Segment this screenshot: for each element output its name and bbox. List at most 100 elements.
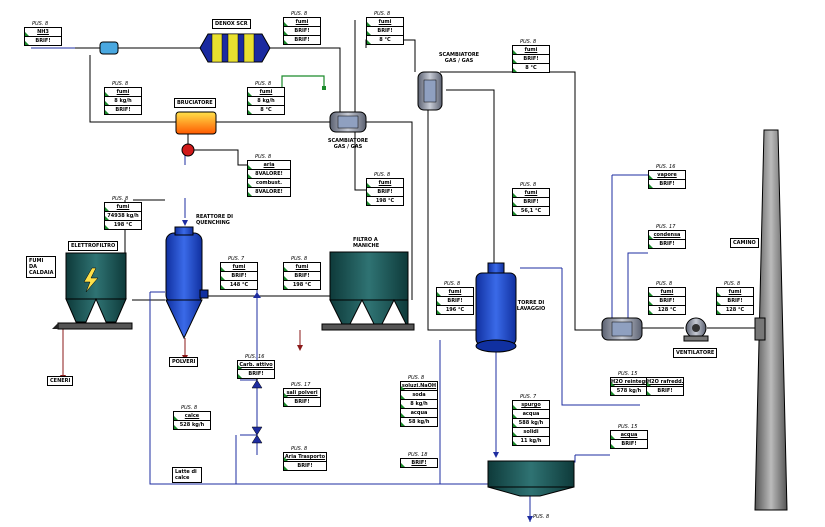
stream-table-row: fumi: [105, 203, 141, 212]
stream-table-row: BRIF!: [717, 297, 753, 306]
stream-tag: PUS. 8: [112, 81, 129, 87]
stream-table-row: fumi: [367, 179, 403, 188]
stream-table-row: BRIF!: [513, 198, 549, 207]
stream-table-row: fumi: [105, 88, 141, 97]
camino-equipment: [754, 129, 788, 511]
stream-table-row: soluzi.NaOH: [401, 383, 437, 391]
stream-table-row: aria: [248, 161, 290, 170]
scambiatore2-equipment: [417, 71, 443, 111]
stream-table-row: fumi: [221, 263, 257, 272]
reattore-equipment: [165, 226, 209, 340]
stream-table-row: fumi: [284, 18, 320, 27]
stream-tag: PUS. 8: [291, 256, 308, 262]
stream-tag: PUS. 8: [656, 281, 673, 287]
filtro-label: FILTRO A MANICHE: [353, 237, 380, 249]
stream-table-row: fumi: [717, 288, 753, 297]
stream-table: H2O reintegr.578 kg/h: [610, 377, 648, 396]
stream-table-row: 196 °C: [437, 306, 473, 314]
stream-table-row: BRIF!: [401, 459, 437, 467]
stream-table-row: BRIF!: [437, 297, 473, 306]
stream-table-row: BRIF!: [284, 398, 320, 406]
latte-calce-label: Latte di calce: [172, 467, 202, 483]
stream-tag: PUS. 8: [444, 281, 461, 287]
stream-table-row: 198 °C: [284, 281, 320, 289]
stream-tag: PUS. 8: [408, 375, 425, 381]
pump-equipment: [181, 143, 195, 157]
scambiatore2-label: SCAMBIATORE GAS / GAS: [438, 52, 480, 64]
stream-table-row: 74938 kg/h: [105, 212, 141, 221]
torre-equipment: [475, 262, 517, 353]
stream-table-row: BRIF!: [284, 36, 320, 44]
stream-table-row: 528 kg/h: [174, 421, 210, 429]
stream-tag: PUS. 17: [656, 224, 676, 230]
stream-table-row: H2O reintegr.: [611, 379, 647, 387]
stream-table-row: fumi: [513, 46, 549, 55]
stream-table-row: 8 °C: [513, 64, 549, 72]
stream-table-row: spurgo: [513, 401, 549, 410]
stream-table-row: BRIF!: [284, 272, 320, 281]
stream-table: BRIF!: [400, 458, 438, 468]
ceneri-label: CENERI: [47, 376, 74, 386]
fumi-caldaia-label: FUMI DA CALDAIA: [26, 256, 56, 278]
stream-table-row: condensa: [649, 231, 685, 240]
stream-tag: PUS. 8: [181, 405, 198, 411]
stream-table-row: BRIF!: [284, 462, 326, 470]
stream-table-row: Carb. attivo: [238, 362, 274, 370]
stream-tag: PUS. 8: [520, 182, 537, 188]
stream-tag: PUS. 18: [408, 452, 428, 458]
stream-table-row: 11 kg/h: [513, 437, 549, 445]
stream-table-row: sali polveri: [284, 389, 320, 398]
stream-table-row: 198 °C: [105, 221, 141, 229]
stream-table-row: 56,1 °C: [513, 207, 549, 215]
stream-table-row: 8 kg/h: [105, 97, 141, 106]
stream-table-row: 8VALORE!: [248, 170, 290, 179]
stream-table-row: vapore: [649, 171, 685, 180]
stream-tag: PUS. 8: [255, 154, 272, 160]
stream-table-row: 128 °C: [649, 306, 685, 314]
stream-table-row: BRIF!: [649, 297, 685, 306]
stream-table-row: acqua: [611, 431, 647, 440]
stream-tag: PUS. 8: [374, 11, 391, 17]
stream-tag: PUS. 8: [32, 21, 49, 27]
stream-table-row: BRIF!: [649, 240, 685, 248]
scambiatore1-equipment: [329, 111, 367, 133]
stream-table-row: fumi: [284, 263, 320, 272]
stream-tag: PUS. 15: [618, 371, 638, 377]
stream-tag: PUS. 8: [520, 39, 537, 45]
torre-label: TORRE DI LAVAGGIO: [516, 300, 546, 312]
stream-tag: PUS. 16: [245, 354, 265, 360]
stream-table-row: 128 °C: [717, 306, 753, 314]
stream-tag: PUS. 17: [291, 382, 311, 388]
stream-table-row: BRIF!: [367, 27, 403, 36]
mixer-equipment: [99, 41, 119, 55]
stream-table-row: BRIF!: [367, 188, 403, 197]
reattore-label: REATTORE DI QUENCHING: [196, 214, 233, 226]
vasca-equipment: [487, 460, 575, 497]
stream-table-row: acqua: [513, 410, 549, 419]
stream-table-row: solidi: [513, 428, 549, 437]
stream-tag: PUS. 15: [618, 424, 638, 430]
camino-label: CAMINO: [730, 238, 759, 248]
stream-table-row: BRIF!: [25, 37, 61, 45]
stream-table-row: BRIF!: [647, 387, 683, 395]
stream-table-row: BRIF!: [513, 55, 549, 64]
stream-table-row: acqua: [401, 409, 437, 418]
stream-table-row: soda: [401, 391, 437, 400]
ventilatore-equipment: [683, 317, 709, 342]
stream-tag: PUS. 7: [520, 394, 537, 400]
